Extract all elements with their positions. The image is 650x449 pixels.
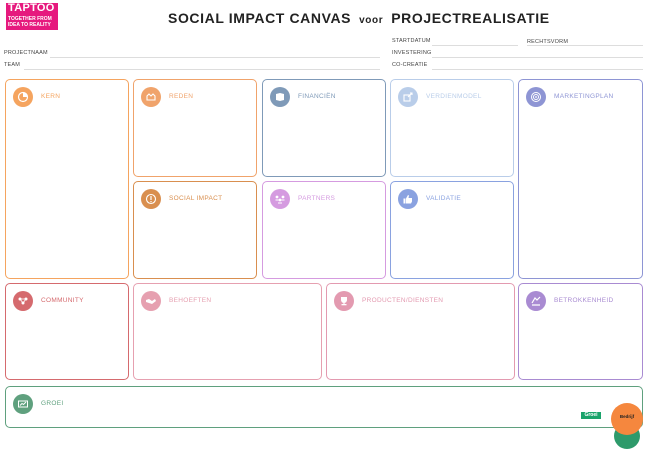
exclamation-icon xyxy=(141,189,161,209)
verdienmodel-label: VERDIENMODEL xyxy=(426,93,482,100)
kern-block[interactable]: KERN xyxy=(5,79,129,279)
logo-tagline: TOGETHER FROM IDEA TO REALITY xyxy=(8,16,52,28)
marketingplan-label: MARKETINGPLAN xyxy=(554,93,614,100)
investering-line[interactable] xyxy=(432,57,643,58)
producten-block[interactable]: PRODUCTEN/DIENSTEN xyxy=(326,283,515,380)
partners-label: PARTNERS xyxy=(298,195,336,202)
verdienmodel-icon xyxy=(398,87,418,107)
validatie-label: VALIDATIE xyxy=(426,195,461,202)
betrokkenheid-block[interactable]: BETROKKENHEID xyxy=(518,283,643,380)
team-line[interactable] xyxy=(24,69,380,70)
cocreatie-label: CO-CREATIE xyxy=(392,62,428,68)
taptoo-logo: TAPTOO TOGETHER FROM IDEA TO REALITY xyxy=(6,3,58,30)
target-icon xyxy=(526,87,546,107)
social-impact-label: SOCIAL IMPACT xyxy=(169,195,223,202)
logo-name: TAPTOO xyxy=(8,2,55,14)
title-part2: PROJECTREALISATIE xyxy=(391,10,550,26)
projectnaam-label: PROJECTNAAM xyxy=(4,50,48,56)
validatie-block[interactable]: VALIDATIE xyxy=(390,181,514,279)
title-voor: voor xyxy=(359,15,384,26)
behoeften-block[interactable]: BEHOEFTEN xyxy=(133,283,322,380)
producten-label: PRODUCTEN/DIENSTEN xyxy=(362,297,444,304)
bedrijf-label: Bedrijf xyxy=(619,414,635,419)
community-icon xyxy=(13,291,33,311)
bedrijf-circle: Bedrijf xyxy=(611,403,643,435)
reden-label: REDEN xyxy=(169,93,194,100)
team-label: TEAM xyxy=(4,62,21,68)
startdatum-line[interactable] xyxy=(432,45,518,46)
startdatum-label: STARTDATUM xyxy=(392,38,431,44)
page-title: SOCIAL IMPACT CANVAS voor PROJECTREALISATI… xyxy=(168,10,550,26)
marketingplan-block[interactable]: MARKETINGPLAN xyxy=(518,79,643,279)
groei-block[interactable]: GROEI xyxy=(5,386,643,428)
kern-icon xyxy=(13,87,33,107)
financien-block[interactable]: FINANCIËN xyxy=(262,79,386,177)
financien-label: FINANCIËN xyxy=(298,93,336,100)
community-block[interactable]: COMMUNITY xyxy=(5,283,129,380)
reden-block[interactable]: REDEN xyxy=(133,79,257,177)
handshake-icon xyxy=(141,291,161,311)
thumbs-up-icon xyxy=(398,189,418,209)
partners-block[interactable]: PARTNERS xyxy=(262,181,386,279)
trophy-icon xyxy=(334,291,354,311)
financien-icon xyxy=(270,87,290,107)
hands-icon xyxy=(526,291,546,311)
reden-icon xyxy=(141,87,161,107)
rechtsvorm-line[interactable] xyxy=(527,45,643,46)
rechtsvorm-label: RECHTSVORM xyxy=(527,39,569,45)
people-icon xyxy=(270,189,290,209)
groei-label: GROEI xyxy=(41,400,64,407)
kern-label: KERN xyxy=(41,93,61,100)
investering-label: INVESTERING xyxy=(392,50,432,56)
community-label: COMMUNITY xyxy=(41,297,84,304)
title-part1: SOCIAL IMPACT CANVAS xyxy=(168,10,352,26)
verdienmodel-block[interactable]: VERDIENMODEL xyxy=(390,79,514,177)
growth-icon xyxy=(13,394,33,414)
behoeften-label: BEHOEFTEN xyxy=(169,297,212,304)
cocreatie-line[interactable] xyxy=(432,69,643,70)
social-impact-block[interactable]: SOCIAL IMPACT xyxy=(133,181,257,279)
groei-tag: Groei xyxy=(581,412,601,419)
projectnaam-line[interactable] xyxy=(50,57,380,58)
betrokkenheid-label: BETROKKENHEID xyxy=(554,297,614,304)
